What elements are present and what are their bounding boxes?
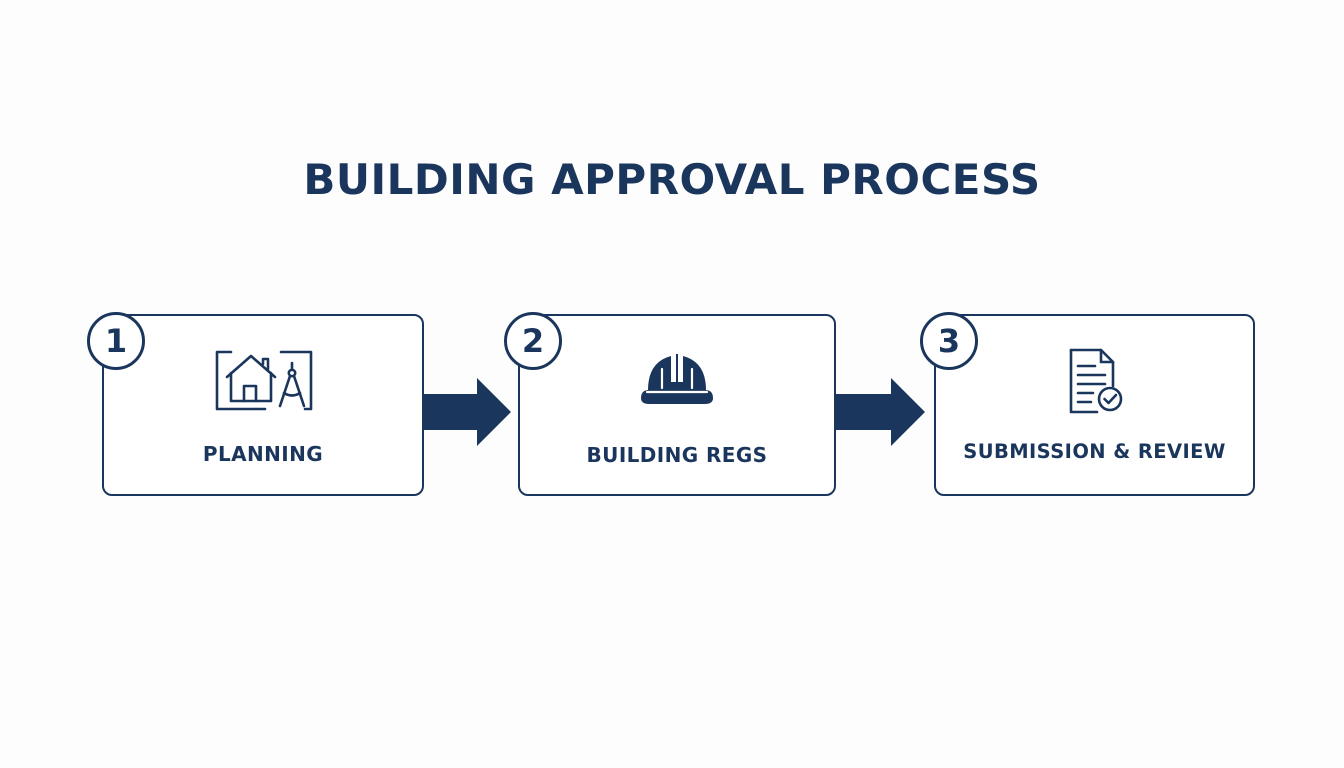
step-label: SUBMISSION & REVIEW — [963, 440, 1226, 463]
house-blueprint-compass-icon — [215, 350, 313, 411]
step-number-badge: 1 — [87, 312, 145, 370]
hard-hat-icon — [641, 354, 713, 404]
arrow-right-icon — [835, 378, 925, 446]
step-label: PLANNING — [202, 442, 324, 466]
step-label: BUILDING REGS — [586, 443, 768, 467]
step-card-building-regs: BUILDING REGS — [518, 314, 836, 496]
document-check-icon — [1069, 348, 1122, 414]
step-number-badge: 2 — [504, 312, 562, 370]
step-card-submission-review: SUBMISSION & REVIEW — [934, 314, 1255, 496]
step-number-badge: 3 — [920, 312, 978, 370]
arrow-right-icon — [423, 378, 511, 446]
step-card-planning: PLANNING — [102, 314, 424, 496]
diagram-title: BUILDING APPROVAL PROCESS — [303, 155, 1041, 204]
